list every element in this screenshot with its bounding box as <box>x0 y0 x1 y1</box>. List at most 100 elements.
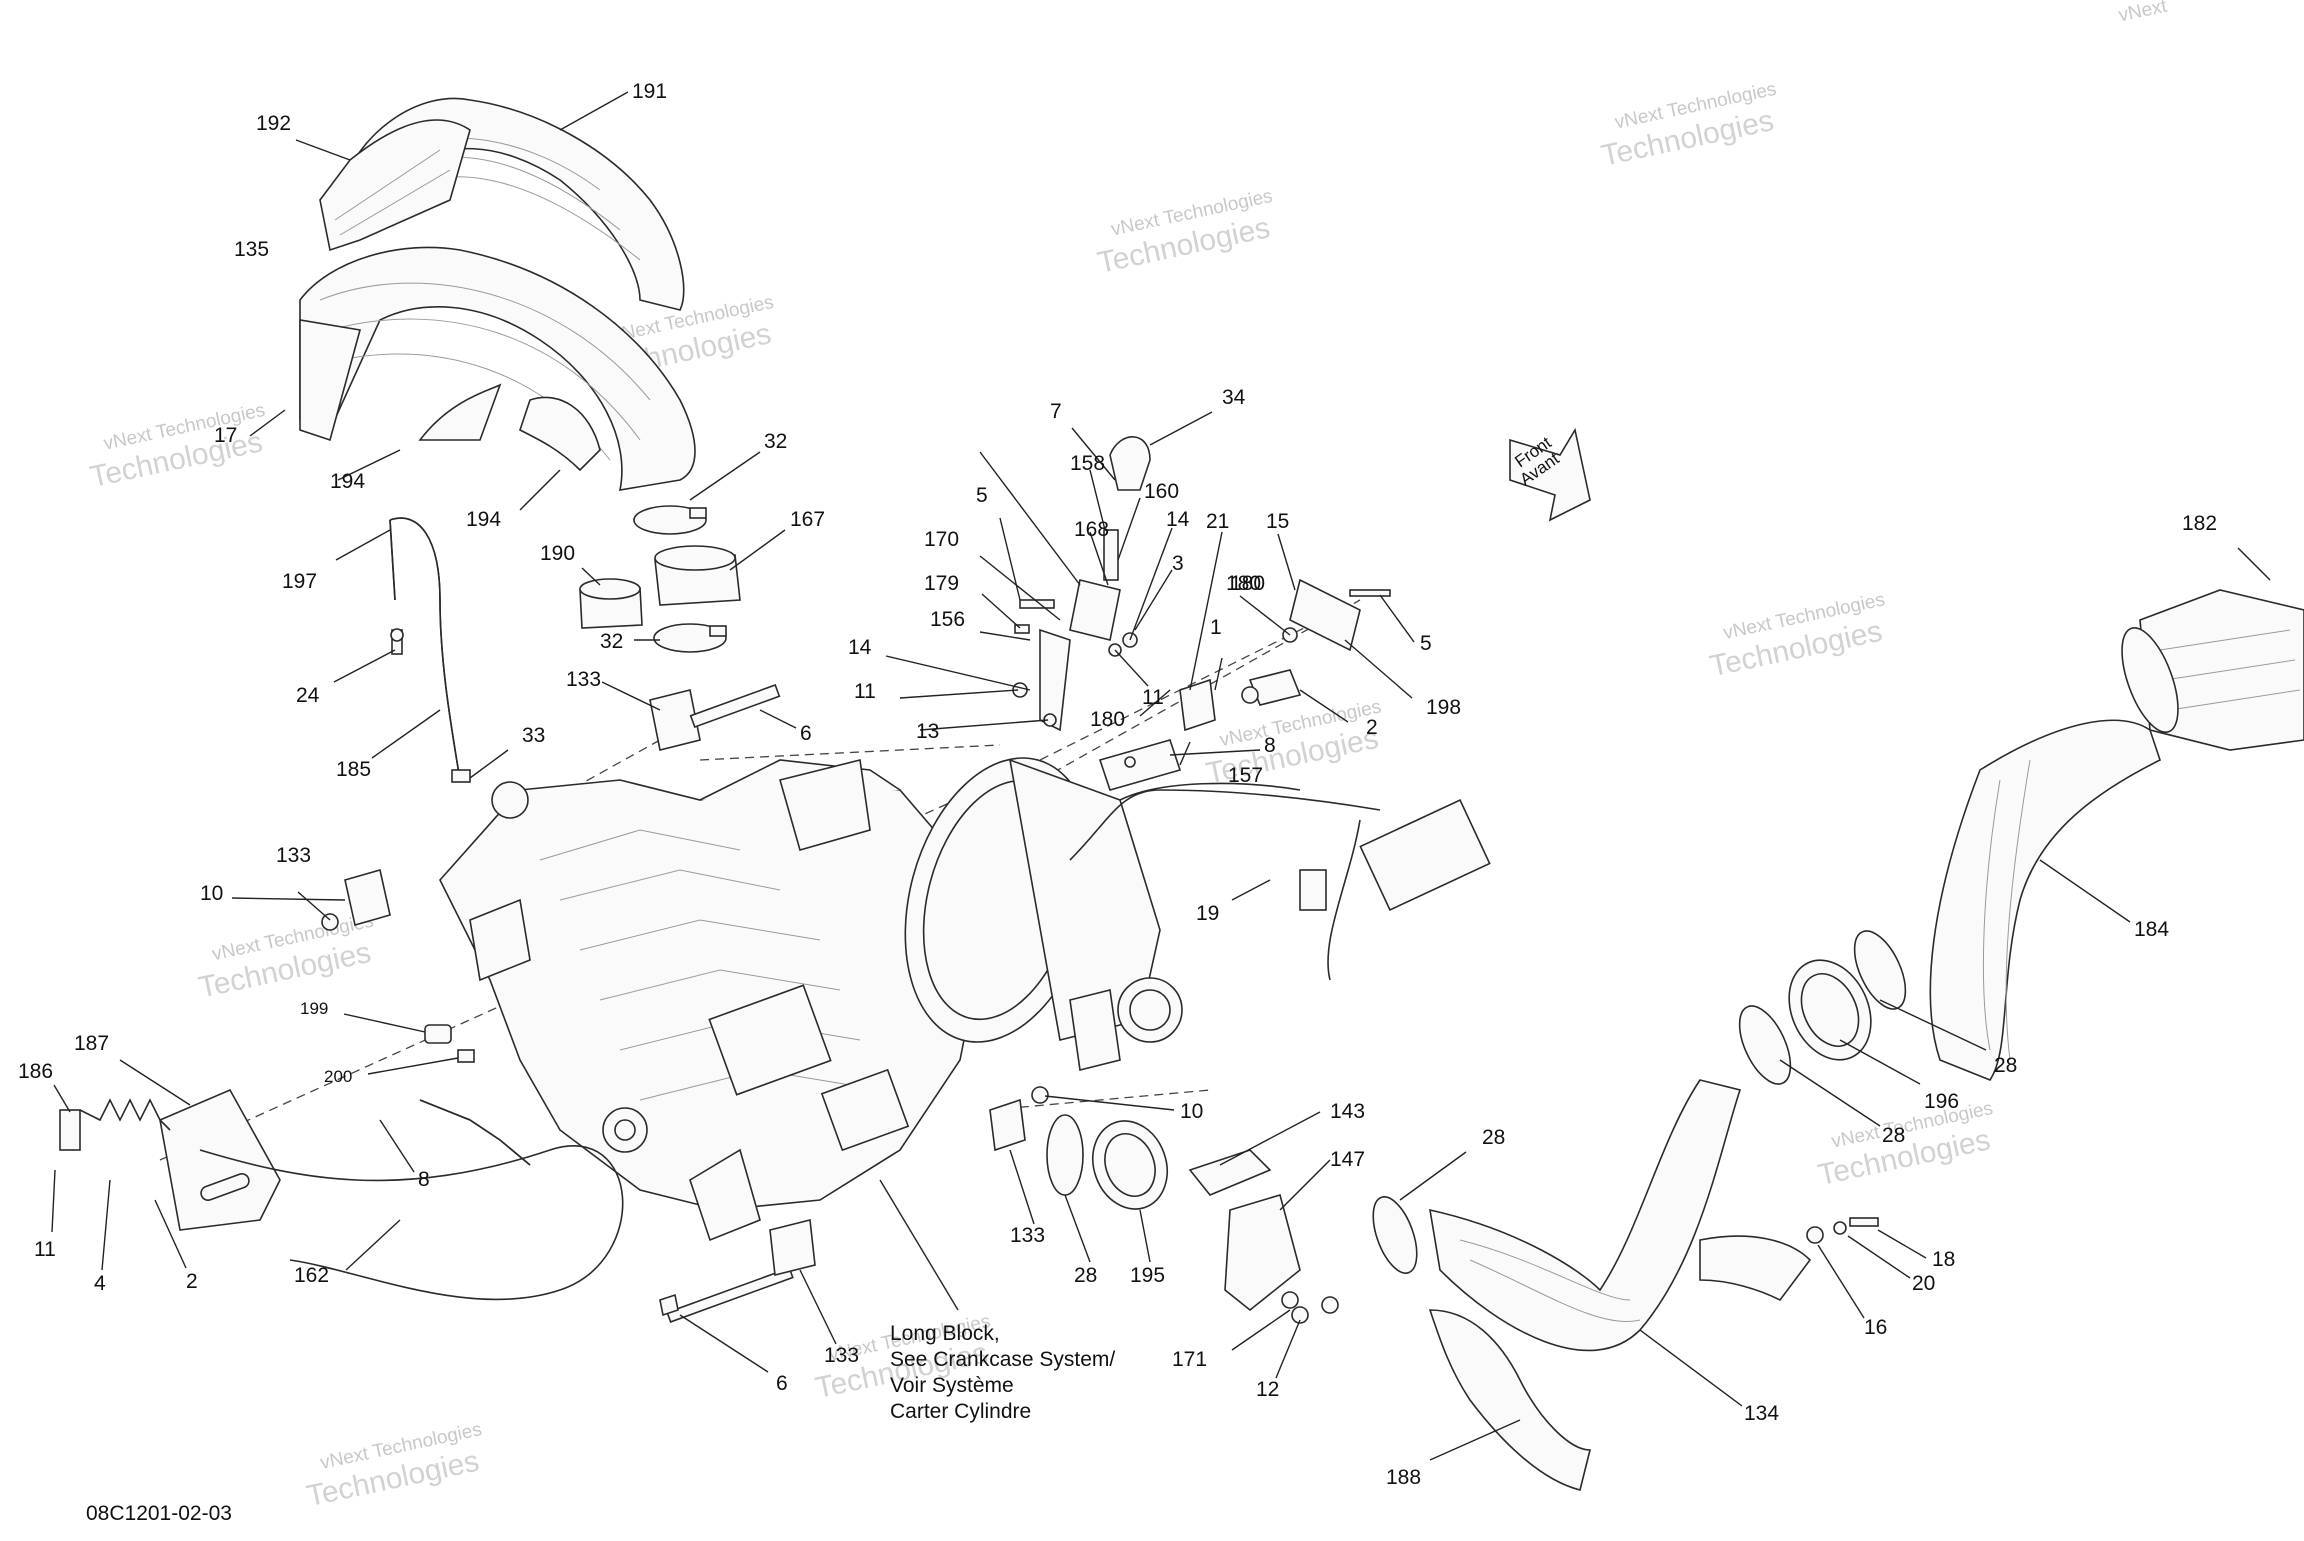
boot-28-mid <box>1046 1114 1084 1196</box>
svg-text:Long Block,: Long Block, <box>890 1322 1000 1345</box>
callout-133a: 133 <box>566 668 601 691</box>
boot-195 <box>1092 1120 1168 1210</box>
callout-133b: 133 <box>276 844 311 867</box>
callout-11c: 180 <box>1230 572 1265 595</box>
callout-12: 12 <box>1256 1378 1279 1401</box>
callout-134: 134 <box>1744 1402 1779 1425</box>
clamp-28-duct <box>1372 1196 1418 1274</box>
callout-28b: 28 <box>1994 1054 2017 1077</box>
plug-199 <box>424 1024 452 1044</box>
heat-shield-194a <box>418 383 502 441</box>
bracket-147 <box>1224 1193 1339 1324</box>
front-direction-arrow: Front Avant <box>1509 427 1591 522</box>
duct-cover-192 <box>319 119 471 252</box>
callout-194a: 194 <box>330 470 365 493</box>
breather-hose-185 <box>389 517 471 783</box>
callout-32a: 32 <box>764 430 787 453</box>
callout-170: 170 <box>924 528 959 551</box>
callout-188: 188 <box>1386 1466 1421 1489</box>
callout-11b: 11 <box>854 680 876 703</box>
callout-8a: 8 <box>418 1168 430 1191</box>
cable-162 <box>199 1099 624 1301</box>
callout-180a: 180 <box>1090 708 1125 731</box>
callout-19: 19 <box>1196 902 1219 925</box>
callout-1: 1 <box>1210 616 1222 639</box>
callout-191: 191 <box>632 80 667 103</box>
callout-28a: 28 <box>1074 1264 1097 1287</box>
long-block-note: Long Block, See Crankcase System/ Voir S… <box>890 1322 1115 1423</box>
valve-24 <box>390 628 404 655</box>
heat-shield-194b <box>519 396 601 472</box>
callout-28d: 28 <box>1482 1126 1505 1149</box>
callout-24: 24 <box>296 684 320 707</box>
damper-133-left <box>321 868 391 931</box>
callout-14a: 14 <box>1166 508 1190 531</box>
callout-196: 196 <box>1924 1090 1959 1113</box>
clamp-32-upper <box>633 505 707 535</box>
lower-air-duct-135 <box>299 246 696 491</box>
callout-6a: 6 <box>800 722 812 745</box>
callout-167: 167 <box>790 508 825 531</box>
callout-6b: 6 <box>776 1372 788 1395</box>
callout-11e: 180 <box>1226 572 1261 595</box>
cvt-housing <box>779 757 1183 1071</box>
callout-33: 33 <box>522 724 545 747</box>
callout-7: 7 <box>1050 400 1062 423</box>
callout-133c: 133 <box>824 1344 859 1367</box>
damper-133-top <box>649 683 781 751</box>
callout-16: 16 <box>1864 1316 1887 1339</box>
callout-197: 197 <box>282 570 317 593</box>
callout-162: 162 <box>294 1264 329 1287</box>
callout-13: 13 <box>916 720 939 743</box>
bracket-143 <box>1188 1149 1272 1196</box>
callout-179: 179 <box>924 572 959 595</box>
callout-135: 135 <box>234 238 269 261</box>
bracket-187 <box>159 1088 281 1231</box>
damper-133-bottom <box>769 1219 816 1276</box>
callout-20: 20 <box>1912 1272 1935 1295</box>
clamp-28-lower <box>1738 1005 1792 1085</box>
callout-198: 198 <box>1426 696 1461 719</box>
wiring-harness <box>1069 782 1491 981</box>
callout-186: 186 <box>18 1060 53 1083</box>
callout-190: 190 <box>540 542 575 565</box>
bolt-6-lower <box>659 1267 794 1323</box>
callout-11a: 11 <box>34 1238 56 1261</box>
callout-4: 4 <box>94 1272 106 1295</box>
callout-200: 200 <box>324 1067 352 1086</box>
coupler-196 <box>1788 959 1872 1061</box>
callout-168: 168 <box>1074 518 1109 541</box>
callout-14b: 14 <box>848 636 872 659</box>
callout-8b: 8 <box>1264 734 1276 757</box>
callout-157: 157 <box>1228 764 1263 787</box>
callout-133d: 133 <box>1010 1224 1045 1247</box>
diagram-code: 08C1201-02-03 <box>86 1502 232 1525</box>
callout-15: 15 <box>1266 510 1289 533</box>
callout-195: 195 <box>1130 1264 1165 1287</box>
callout-171: 171 <box>1172 1348 1207 1371</box>
callout-158: 158 <box>1070 452 1105 475</box>
callout-187: 187 <box>74 1032 109 1055</box>
callout-184: 184 <box>2134 918 2169 941</box>
callout-182: 182 <box>2182 512 2217 535</box>
callout-3: 3 <box>1172 552 1184 575</box>
sleeve-167 <box>654 545 741 606</box>
callout-11d: 11 <box>1142 686 1164 709</box>
watermark-layer: vNext Technologies Technologies vNext Te… <box>87 0 2170 1513</box>
callout-2a: 2 <box>186 1270 198 1293</box>
svg-text:Carter Cylindre: Carter Cylindre <box>890 1400 1031 1423</box>
callout-199: 199 <box>300 999 328 1018</box>
spring-186 <box>59 1098 171 1151</box>
callout-18: 18 <box>1932 1248 1955 1271</box>
callout-143: 143 <box>1330 1100 1365 1123</box>
fastener-16-18-20 <box>1806 1217 1879 1244</box>
callout-10a: 10 <box>200 882 223 905</box>
svg-text:vNext: vNext <box>2117 0 2170 26</box>
callout-21: 21 <box>1206 510 1229 533</box>
callout-5a: 5 <box>976 484 988 507</box>
clamp-32-lower <box>653 623 727 653</box>
callout-194b: 194 <box>466 508 501 531</box>
callout-2b: 2 <box>1366 716 1378 739</box>
